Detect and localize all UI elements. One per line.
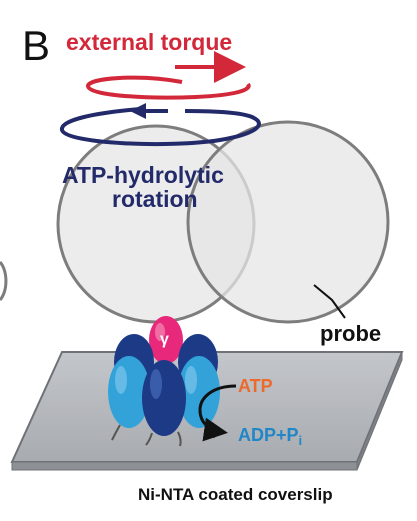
rotation-label-line1: ATP-hydrolytic	[62, 162, 224, 188]
probe-label: probe	[320, 321, 381, 346]
rotation-label-line2: rotation	[112, 186, 198, 212]
adp-label-subscript: i	[299, 433, 303, 448]
coverslip-label: Ni-NTA coated coverslip	[138, 485, 333, 504]
atp-label: ATP	[238, 376, 273, 396]
atp-rotation-arrow	[60, 107, 261, 147]
probe-bead-right	[186, 120, 390, 324]
atp-to-adp-arrow	[198, 384, 237, 442]
probe-bead-edge-left	[0, 260, 8, 302]
probe-pointer	[313, 284, 346, 319]
f1-motor	[108, 316, 220, 447]
panel-letter: B	[22, 22, 50, 69]
external-torque-arrow	[85, 75, 251, 100]
external-torque-label: external torque	[66, 29, 232, 55]
adp-label-main: ADP+P	[238, 425, 299, 445]
adp-label: ADP+Pi	[238, 425, 302, 448]
gamma-label: γ	[160, 331, 169, 348]
alpha-subunit-front-center	[142, 360, 186, 436]
